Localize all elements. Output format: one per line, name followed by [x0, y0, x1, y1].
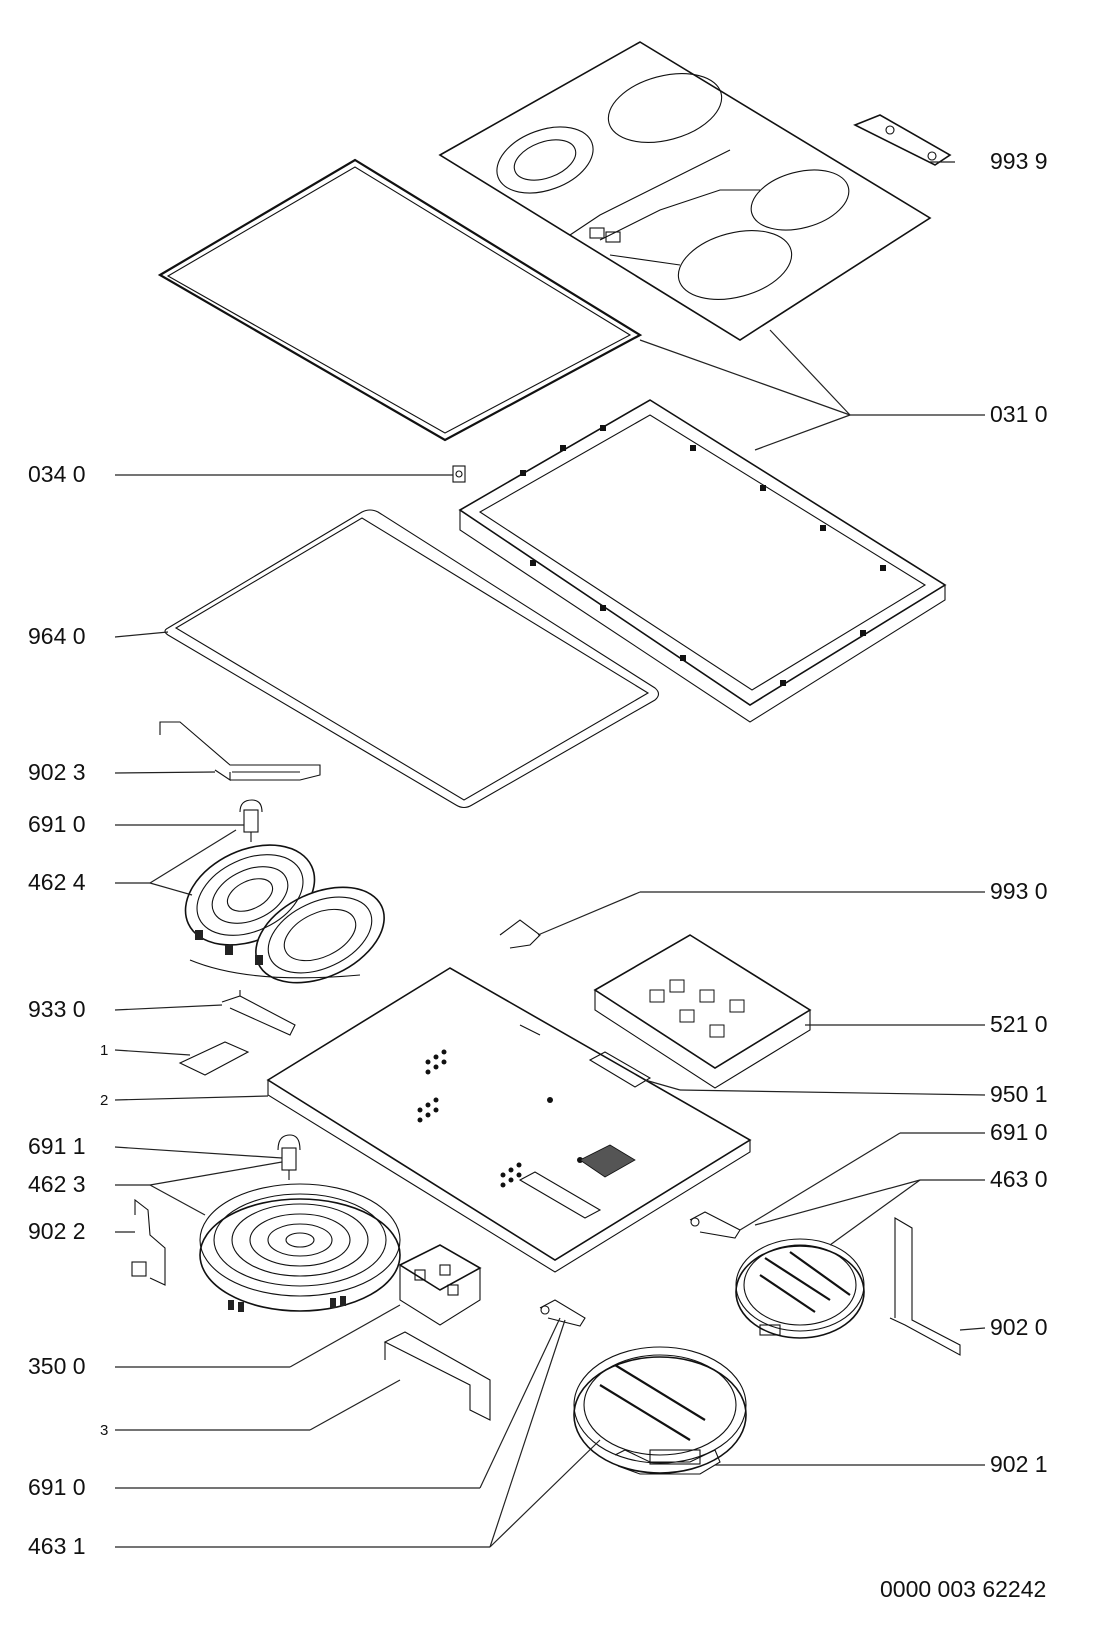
leader-lines [114, 161, 986, 1548]
bracket-902-3 [159, 721, 321, 782]
callout-463-0: 463 0 [990, 1166, 1048, 1192]
bottom-housing [266, 967, 752, 1273]
callout-993-9: 993 9 [990, 148, 1048, 174]
callout-993-0: 993 0 [990, 878, 1048, 904]
callout-462-4: 462 4 [28, 869, 86, 895]
glass-ceramic-top [438, 41, 932, 341]
callout-1: 1 [100, 1042, 109, 1059]
callout-950-1: 950 1 [990, 1081, 1048, 1107]
electronic-module [593, 934, 812, 1089]
callout-521-0: 521 0 [990, 1011, 1048, 1037]
callout-691-0-right: 691 0 [990, 1119, 1048, 1145]
callout-031-0: 031 0 [990, 401, 1048, 427]
callout-902-1: 902 1 [990, 1451, 1048, 1477]
callout-3: 3 [100, 1422, 109, 1439]
heating-element-round [199, 1183, 401, 1312]
callout-691-0-top: 691 0 [28, 811, 86, 837]
callout-691-0-bottom: 691 0 [28, 1474, 86, 1500]
callout-350-0: 350 0 [28, 1353, 86, 1379]
callout-902-3: 902 3 [28, 759, 86, 785]
callout-034-0: 034 0 [28, 461, 86, 487]
support-frame [458, 399, 947, 723]
induction-coil-463-1 [573, 1346, 747, 1474]
bracket-902-1 [614, 1449, 721, 1475]
item-1-plate [178, 1041, 250, 1076]
callout-2: 2 [100, 1092, 109, 1109]
bracket-933-0 [221, 990, 296, 1036]
callout-902-0: 902 0 [990, 1314, 1048, 1340]
callout-902-2: 902 2 [28, 1218, 86, 1244]
energy-regulator-bottom [539, 1299, 586, 1327]
callout-933-0: 933 0 [28, 996, 86, 1022]
bracket-902-2 [131, 1198, 166, 1286]
small-clip [452, 465, 466, 483]
energy-regulator-right [689, 1211, 741, 1239]
seal-gasket [164, 509, 660, 809]
clip-993-0 [499, 919, 541, 949]
strip-950-1 [588, 1051, 652, 1088]
induction-coil-463-0 [735, 1238, 865, 1339]
document-number: 0000 003 62242 [880, 1576, 1047, 1602]
relay-block [398, 1244, 482, 1326]
bracket-3 [383, 1331, 491, 1421]
bracket-902-0 [889, 1217, 961, 1356]
heating-element-oval [184, 844, 385, 984]
energy-regulator-mid [277, 1134, 301, 1180]
frame-gasket [157, 158, 643, 442]
callout-691-1: 691 1 [28, 1133, 86, 1159]
bracket-993-9 [853, 114, 952, 166]
callout-463-1: 463 1 [28, 1533, 86, 1559]
callout-462-3: 462 3 [28, 1171, 86, 1197]
callout-964-0: 964 0 [28, 623, 86, 649]
energy-regulator-top [239, 799, 263, 842]
